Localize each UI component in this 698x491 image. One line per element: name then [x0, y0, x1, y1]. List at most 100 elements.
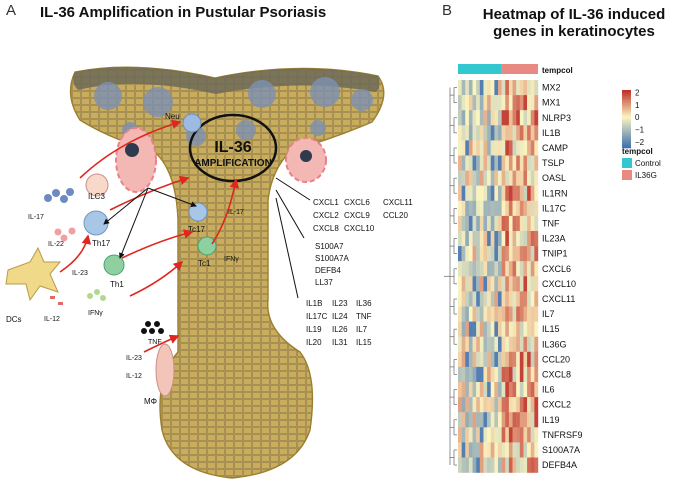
heatmap-cell	[508, 382, 513, 398]
heatmap-cell	[487, 80, 491, 96]
heatmap-cell	[468, 246, 473, 262]
heatmap-cell	[490, 397, 495, 413]
heatmap-cell	[508, 140, 513, 156]
heatmap-cell	[468, 427, 473, 443]
svg-text:CXCL10: CXCL10	[344, 224, 375, 233]
il17-beads	[44, 188, 74, 203]
heatmap-cell	[461, 215, 466, 232]
heatmap-cell	[523, 382, 528, 398]
heatmap-cell	[472, 215, 477, 232]
svg-text:IL26: IL26	[332, 325, 348, 334]
heatmap-cell	[458, 200, 462, 217]
color-scale-segment	[622, 94, 631, 97]
heatmap-cell	[527, 110, 531, 126]
heatmap-cell	[530, 321, 535, 337]
macrophage-cell	[155, 343, 175, 397]
heatmap-cell	[472, 457, 477, 473]
heatmap-cell	[534, 261, 539, 277]
color-scale-segment	[622, 139, 631, 142]
row-label: IL6	[542, 385, 555, 395]
color-scale-segment	[622, 105, 631, 108]
legend-label-control: Control	[635, 159, 661, 168]
heatmap-cell	[461, 291, 466, 307]
heatmap-cell	[461, 412, 466, 428]
heatmap-cell	[479, 412, 484, 428]
panel-b-title-line2: genes in keratinocytes	[493, 23, 655, 40]
row-label: S100A7A	[542, 445, 580, 455]
heatmap-cell	[523, 276, 528, 292]
heatmap-cell	[505, 110, 510, 126]
heatmap-cell	[479, 80, 484, 96]
heatmap-cell	[534, 397, 539, 413]
heatmap-cell	[472, 200, 477, 217]
heatmap-cell	[461, 427, 466, 443]
heatmap-cell	[494, 336, 499, 352]
row-dendrogram	[444, 87, 457, 466]
heatmap-cell	[498, 200, 502, 217]
heatmap-cell	[534, 382, 539, 398]
heatmap-cell	[501, 321, 506, 337]
heatmap-cell	[534, 95, 539, 111]
tc17-label: Tc17	[188, 225, 205, 234]
heatmap-cell	[476, 321, 481, 337]
heatmap-cell	[494, 366, 499, 383]
heatmap-cell	[479, 291, 484, 307]
heatmap-cell	[505, 231, 510, 247]
heatmap-cell	[516, 110, 521, 126]
color-scale-segment	[622, 97, 631, 99]
annotation-il36g	[501, 64, 538, 74]
heatmap-cell	[483, 80, 488, 96]
heatmap-cell	[508, 170, 513, 186]
heatmap-cell	[516, 412, 521, 428]
color-scale-segment	[622, 142, 631, 144]
heatmap-cell	[498, 185, 502, 201]
heatmap-cell	[490, 321, 495, 337]
heatmap-cell	[505, 80, 510, 96]
heatmap-cell	[494, 185, 499, 201]
heatmap-cell	[472, 291, 477, 307]
heatmap-cell	[527, 80, 531, 96]
heatmap-cell	[476, 200, 481, 217]
heatmap-cell	[530, 140, 535, 156]
heatmap-cell	[468, 412, 473, 428]
panel-b: B Heatmap of IL-36 induced genes in kera…	[440, 0, 698, 491]
color-scale-segment	[622, 136, 631, 139]
heatmap-cell	[527, 351, 531, 368]
heatmap-cell	[534, 291, 539, 307]
heatmap-cell	[527, 366, 531, 383]
heatmap-cell	[516, 321, 521, 337]
heatmap-cell	[458, 155, 462, 171]
heatmap-cell	[472, 261, 477, 277]
heatmap-cell	[490, 457, 495, 473]
heatmap-cell	[490, 291, 495, 307]
heatmap-cell	[468, 261, 473, 277]
heatmap-cell	[461, 457, 466, 473]
heatmap-cell	[530, 306, 535, 322]
heatmap-cell	[527, 412, 531, 428]
heatmap-cell	[527, 382, 531, 398]
heatmap-cell	[479, 246, 484, 262]
heatmap-cell	[458, 80, 462, 96]
heatmap-cell	[505, 276, 510, 292]
heatmap-cell	[476, 185, 481, 201]
heatmap-cell	[508, 306, 513, 322]
gene-brackets	[275, 177, 311, 299]
color-scale-segment	[622, 124, 631, 127]
heatmap-cell	[494, 351, 499, 368]
heatmap-cell	[487, 412, 491, 428]
heatmap-cell	[501, 366, 506, 383]
heatmap-cell	[494, 110, 499, 126]
heatmap-cell	[465, 276, 470, 292]
heatmap-cell	[527, 442, 531, 458]
heatmap-cell	[516, 261, 521, 277]
panel-a: A IL-36 Amplification in Pustular Psoria…	[5, 2, 413, 479]
heatmap-cell	[527, 140, 531, 156]
heatmap-cell	[530, 457, 535, 473]
heatmap-cell	[512, 215, 517, 232]
heatmap-cell	[523, 140, 528, 156]
svg-text:CXCL2: CXCL2	[313, 211, 339, 220]
psoriasis-diagram: IL-36 AMPLIFICATION Neu ILC3 IL-17 Th17 …	[5, 66, 413, 479]
il23-label: IL-23	[72, 270, 88, 277]
color-scale-segment	[622, 130, 631, 133]
